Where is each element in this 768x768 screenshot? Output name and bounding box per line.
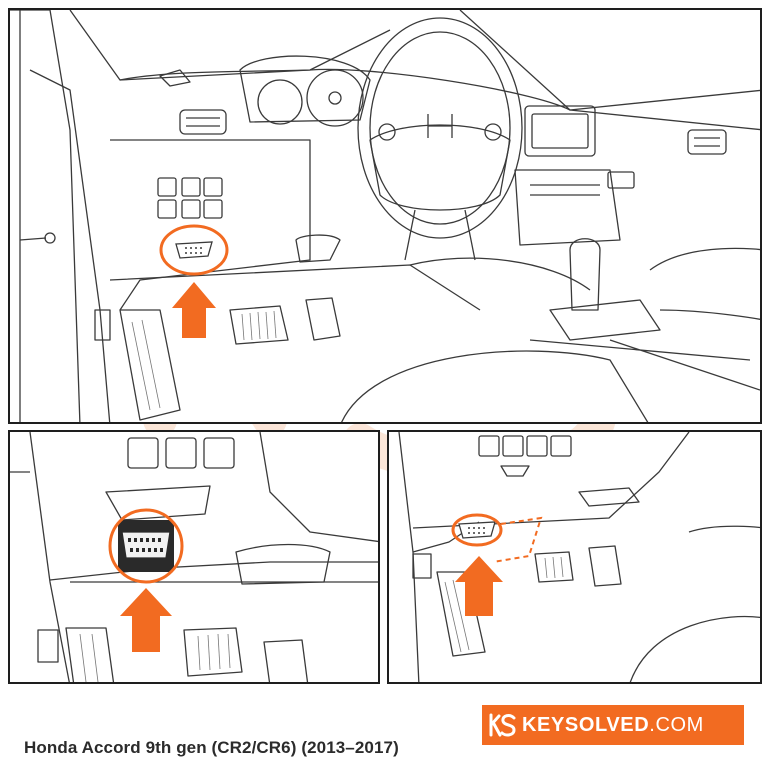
up-arrow-icon <box>455 556 503 616</box>
obd2-port-icon <box>458 521 496 539</box>
obd2-port-circle <box>451 513 503 547</box>
dashboard-illustration <box>10 10 760 422</box>
vehicle-caption: Honda Accord 9th gen (CR2/CR6) (2013–201… <box>24 738 399 757</box>
location-illustration <box>398 432 760 682</box>
brand-banner[interactable]: KEYSOLVED.COM <box>482 705 744 745</box>
location-panel <box>387 430 762 684</box>
obd2-port-icon <box>118 520 174 572</box>
obd2-port-circle <box>159 224 229 276</box>
brand-tld: .COM <box>649 713 704 736</box>
obd2-port-circle <box>108 508 184 584</box>
up-arrow-icon <box>172 282 216 338</box>
dashed-leader-line <box>492 516 543 563</box>
obd2-port-icon <box>175 241 213 259</box>
brand-name-text: KEYSOLVED <box>522 713 650 736</box>
ks-monogram-icon <box>482 705 522 745</box>
up-arrow-icon <box>120 588 172 652</box>
overview-panel <box>8 8 762 424</box>
closeup-illustration <box>10 432 378 682</box>
closeup-panel <box>8 430 380 684</box>
brand-name: KEYSOLVED.COM <box>522 714 704 737</box>
